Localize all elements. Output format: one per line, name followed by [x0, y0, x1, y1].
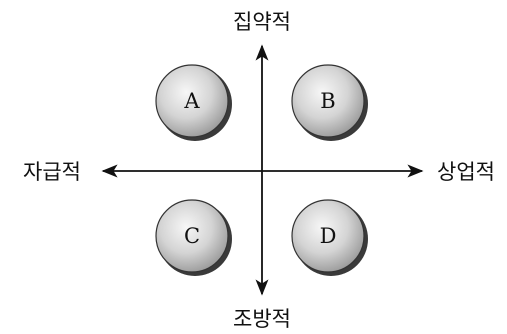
quadrant-b: B: [291, 64, 368, 141]
quadrant-a: A: [155, 64, 232, 141]
quadrant-label-d: D: [320, 224, 337, 248]
quadrant-d: D: [291, 199, 368, 276]
axis-label-bottom: 조방적: [233, 307, 291, 331]
quadrant-label-b: B: [320, 89, 335, 113]
quadrant-label-c: C: [184, 224, 200, 248]
axis-label-top: 집약적: [233, 10, 291, 34]
quadrant-c: C: [155, 199, 232, 276]
axis-label-right: 상업적: [437, 160, 495, 184]
axis-label-left: 자급적: [23, 160, 81, 184]
quadrant-label-a: A: [183, 89, 200, 113]
